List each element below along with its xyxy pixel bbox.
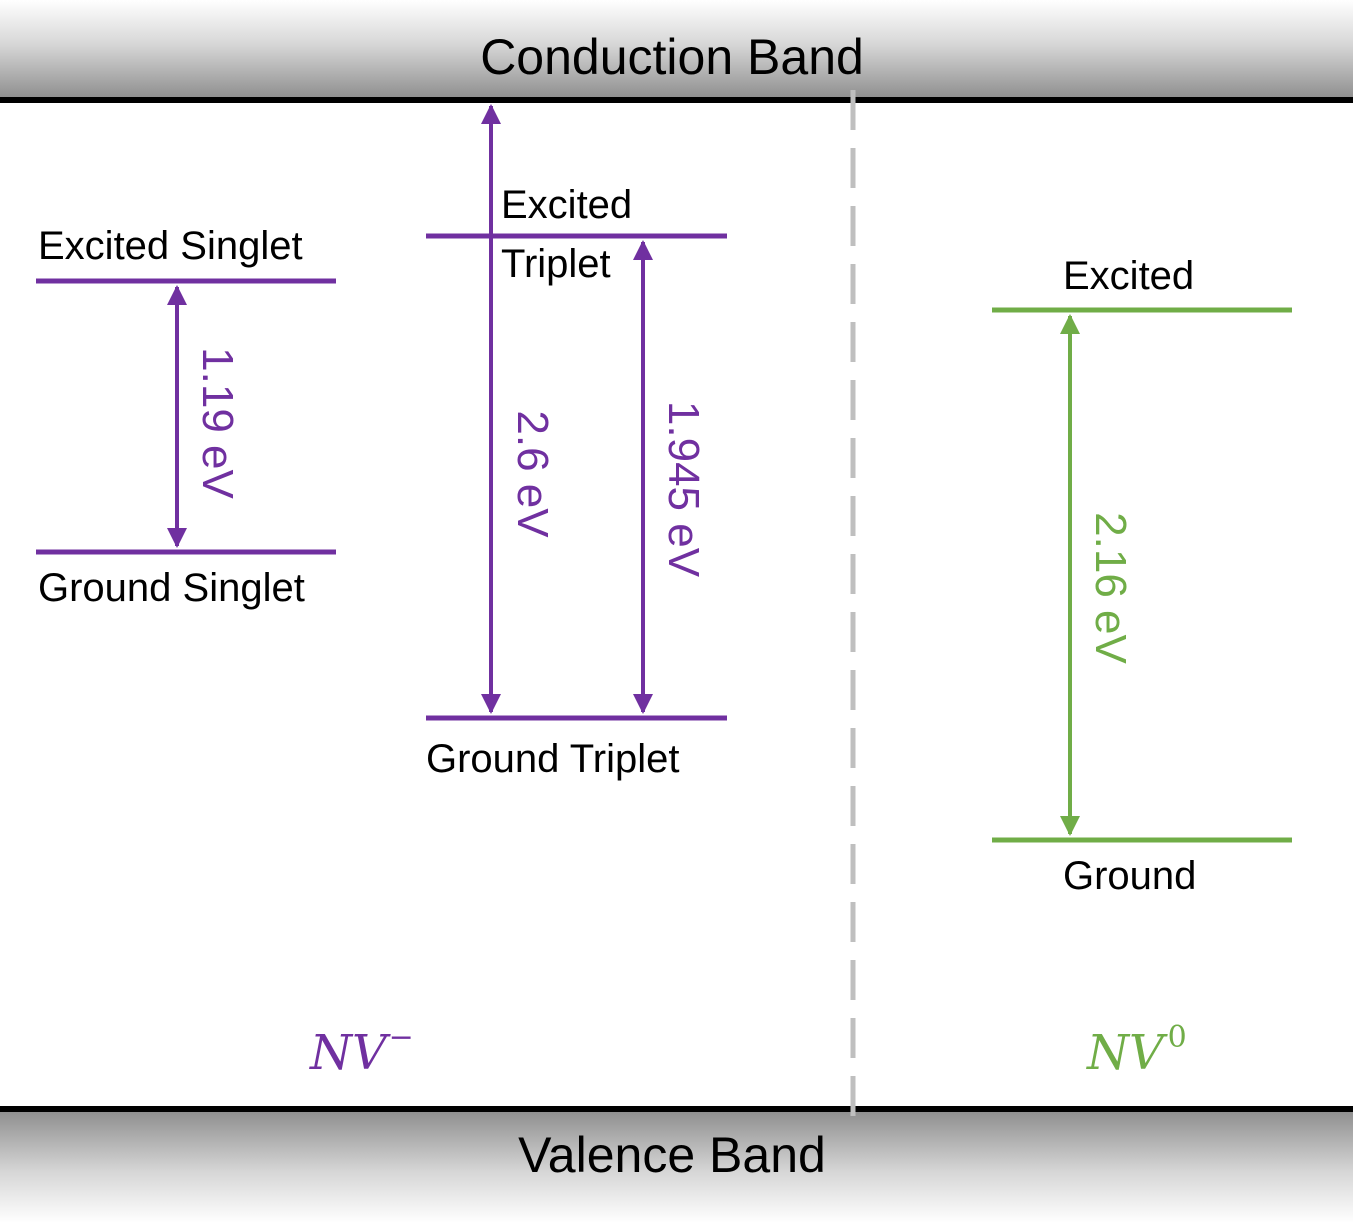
ground-singlet-label: Ground Singlet xyxy=(38,566,305,610)
nv-minus-label: NV− xyxy=(309,1020,414,1081)
triplet-energy-label: 1.945 eV xyxy=(659,401,708,578)
ionization-energy-label: 2.6 eV xyxy=(508,410,557,538)
nv0-charge: 0 xyxy=(1168,1020,1187,1055)
conduction-band-fill xyxy=(0,0,1353,100)
singlet-energy-label: 1.19 eV xyxy=(193,347,242,499)
nv-minus-charge: − xyxy=(389,1020,414,1055)
nv0-symbol: NV xyxy=(1086,1025,1168,1081)
valence-band-label: Valence Band xyxy=(518,1127,826,1183)
nv0-energy-label: 2.16 eV xyxy=(1086,512,1135,664)
excited-triplet-label-line1: Excited xyxy=(501,183,632,227)
nv0-ground-label: Ground xyxy=(1063,854,1196,898)
ground-triplet-label: Ground Triplet xyxy=(426,737,679,781)
conduction-band-label: Conduction Band xyxy=(480,29,864,85)
nv0-excited-label: Excited xyxy=(1063,254,1194,298)
excited-triplet-label-line2: Triplet xyxy=(501,242,611,286)
nv-minus-symbol: NV xyxy=(309,1025,391,1081)
excited-singlet-label: Excited Singlet xyxy=(38,224,303,268)
valence-band-fill xyxy=(0,1109,1353,1223)
